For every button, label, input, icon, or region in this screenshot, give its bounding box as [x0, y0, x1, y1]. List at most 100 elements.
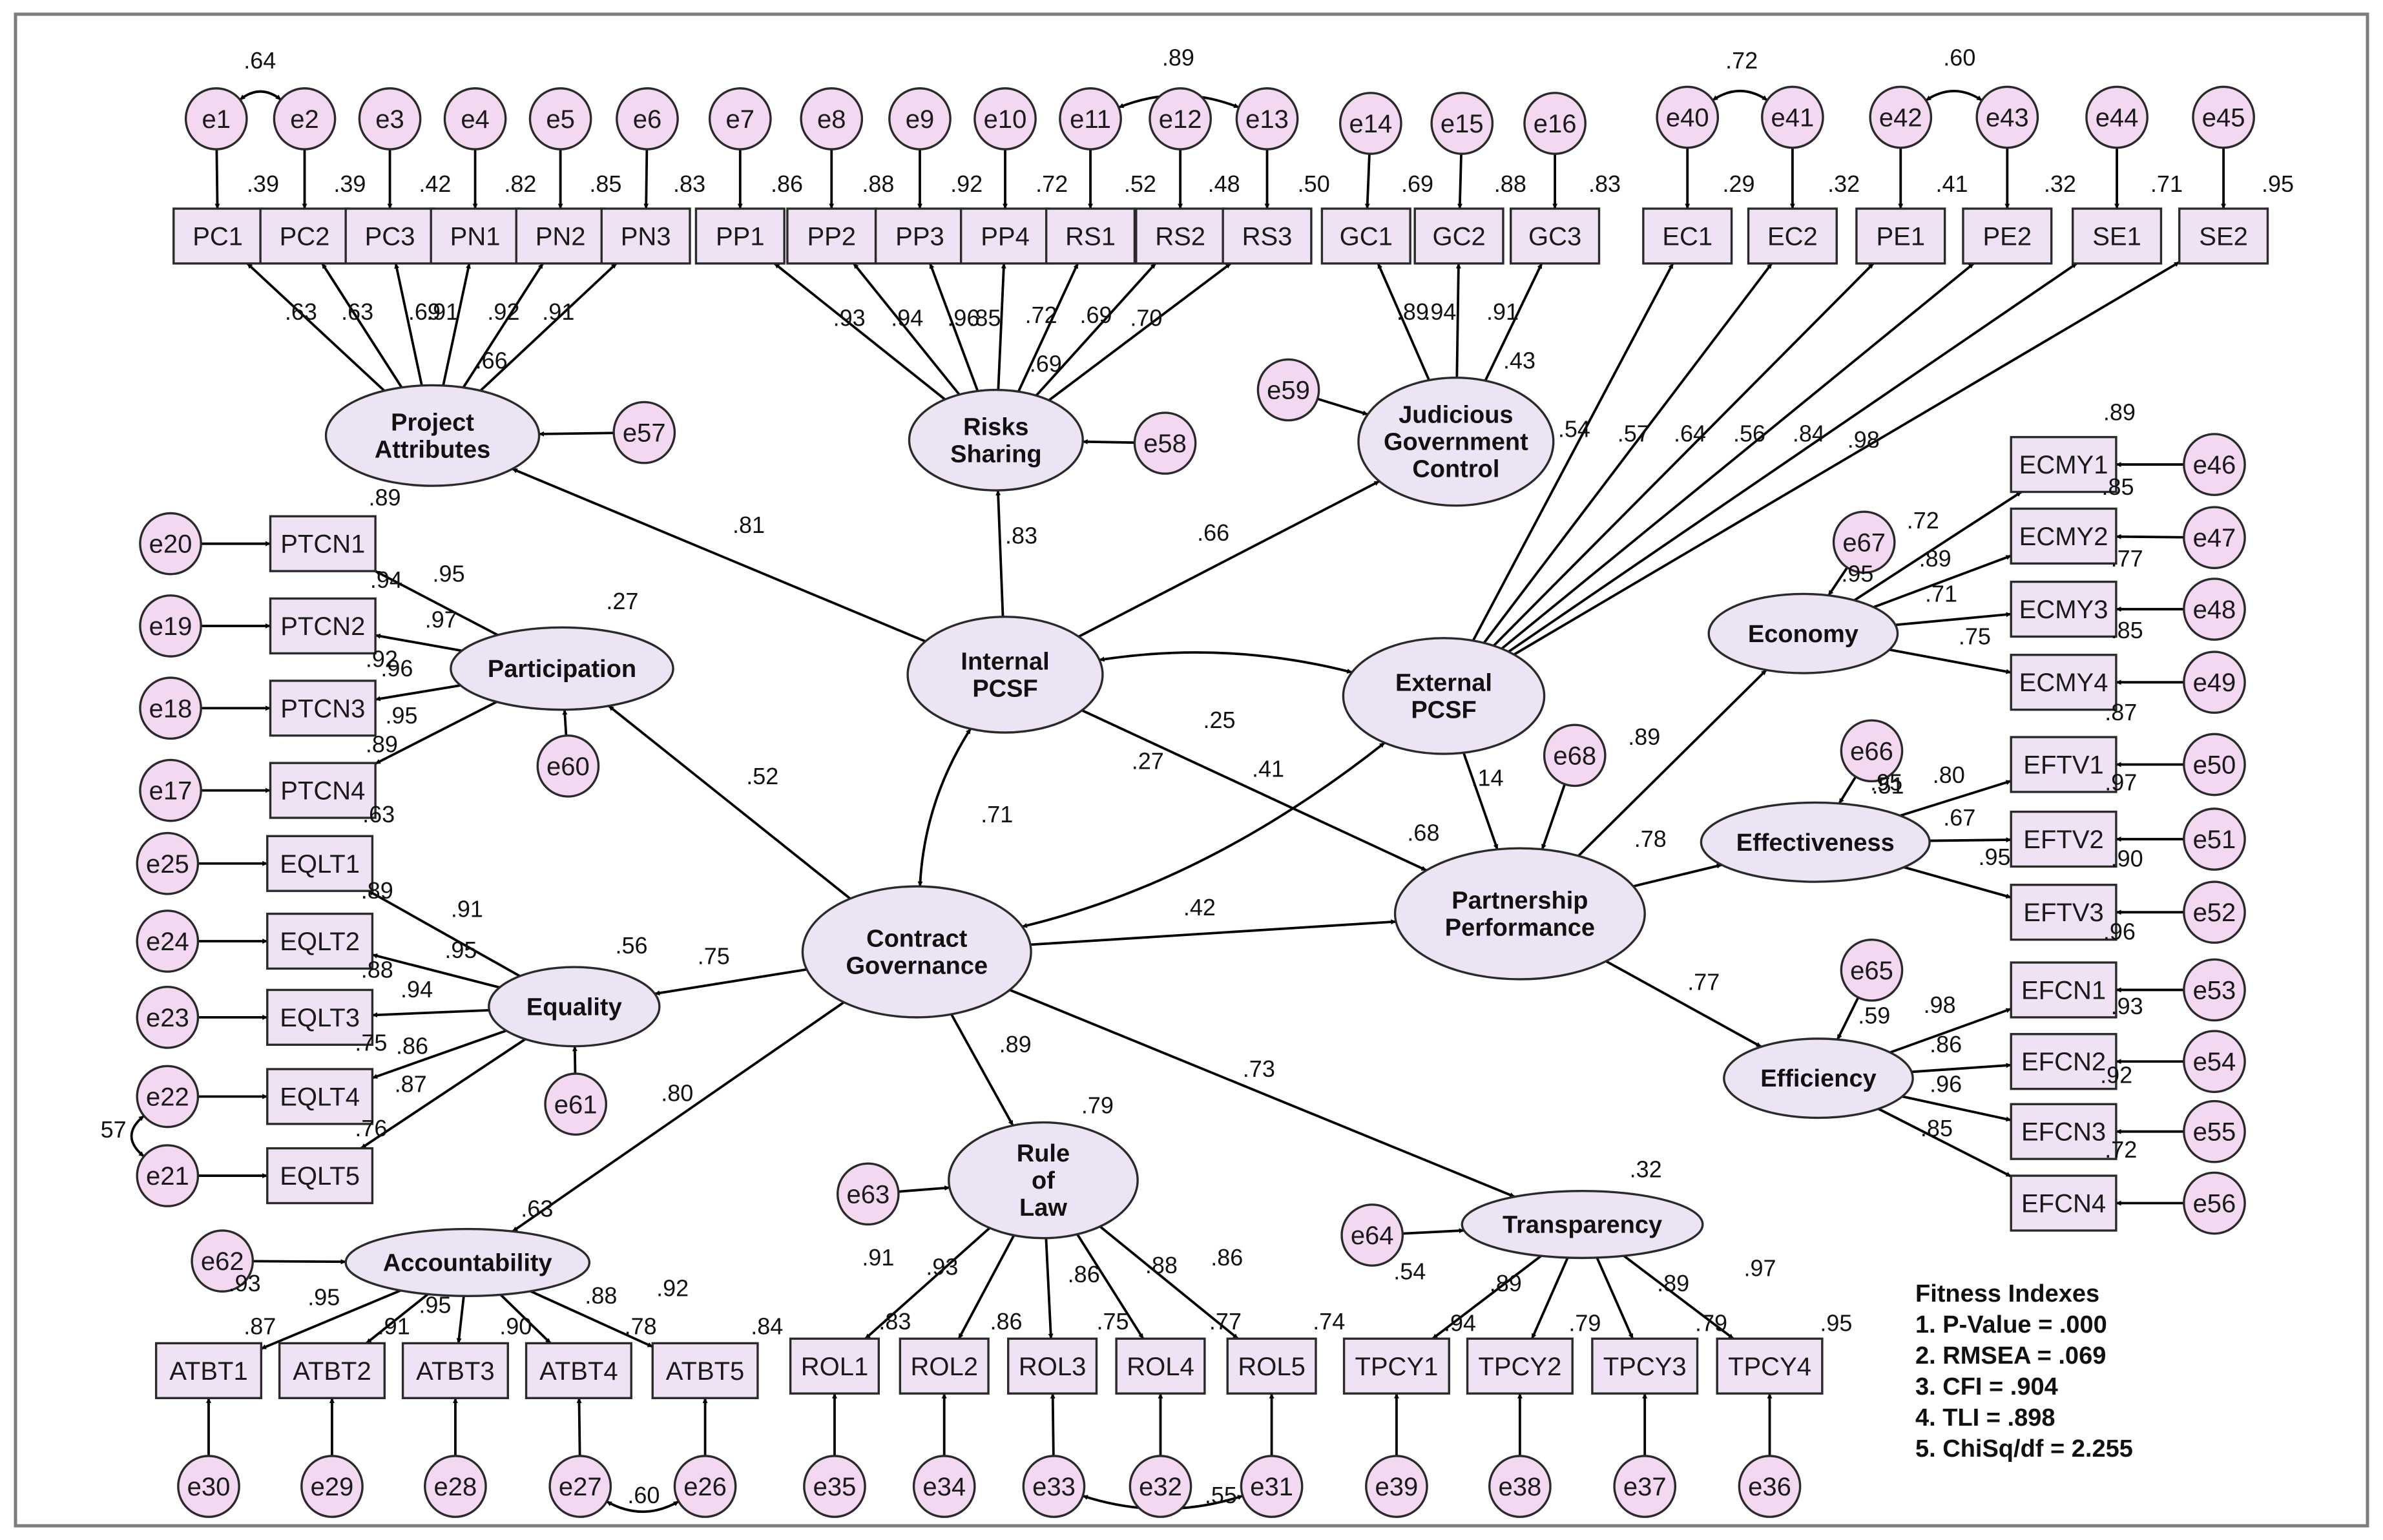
loading-arrow: [1045, 1238, 1054, 1339]
latent-label: Control: [1412, 456, 1499, 483]
loading-arrow: [1048, 262, 1232, 402]
estimate-label: .69: [1401, 171, 1433, 197]
observed-box-rs3: [1222, 207, 1313, 265]
estimate-label: .95: [1820, 1310, 1852, 1337]
estimate-label: .42: [419, 171, 451, 197]
estimate-label: .72: [1907, 507, 1939, 534]
latent-efficiency: [1723, 1037, 1914, 1119]
observed-box-efcn2: [2010, 1033, 2118, 1090]
loading-arrow: [997, 263, 1006, 390]
loading-arrow: [1929, 837, 2012, 843]
estimate-label: .88: [1145, 1252, 1178, 1278]
covariance-coefficient: .71: [981, 801, 1013, 827]
latent-label: Accountability: [383, 1249, 552, 1276]
loading-arrow: [375, 700, 497, 765]
observed-box-pp1: [694, 207, 786, 265]
observed-box-rs1: [1045, 207, 1136, 265]
fitness-line: 1. P-Value = .000: [1915, 1311, 2107, 1338]
loading-arrow: [773, 262, 946, 401]
observed-box-atbt2: [278, 1342, 386, 1399]
error-label: e30: [187, 1473, 231, 1501]
loading-arrow: [375, 570, 499, 636]
estimate-label: .54: [1393, 1258, 1426, 1284]
latent-label: External: [1395, 669, 1492, 696]
structural-path-arrow: [654, 968, 807, 996]
structural-path-arrow: [995, 490, 1004, 617]
observed-box-eqlt4: [266, 1068, 374, 1125]
observed-box-pn3: [600, 207, 691, 265]
estimate-label: .94: [1444, 1310, 1476, 1337]
observed-label: PC1: [193, 222, 243, 251]
estimate-label: .97: [425, 606, 457, 632]
estimate-label: .59: [1858, 1002, 1890, 1028]
observed-label: TPCY3: [1603, 1353, 1687, 1381]
error-label: e61: [554, 1090, 598, 1119]
error-circle-e47: [2183, 506, 2246, 570]
observed-label: PN3: [621, 222, 671, 251]
estimate-label: .71: [1925, 580, 1957, 607]
observed-label: EQLT5: [280, 1162, 360, 1191]
error-circle-e28: [424, 1455, 487, 1518]
latent-economy: [1707, 592, 1899, 674]
error-label: e56: [2193, 1190, 2236, 1218]
error-label: e67: [1842, 528, 1886, 557]
estimate-label: .66: [475, 348, 508, 374]
error-label: e63: [846, 1180, 890, 1209]
error-circle-e27: [548, 1455, 612, 1518]
error-circle-e67: [1832, 510, 1896, 574]
error-label: e40: [1666, 104, 1709, 132]
error-circle-e36: [1738, 1455, 1802, 1518]
error-circle-e25: [136, 831, 200, 895]
error-label: e15: [1441, 110, 1484, 138]
estimate-label: .54: [1558, 416, 1590, 442]
estimate-label: .84: [1793, 421, 1825, 447]
estimate-label: .89: [361, 877, 393, 904]
error-circle-e39: [1365, 1455, 1428, 1518]
fitness-title: Fitness Indexes: [1915, 1280, 2099, 1307]
estimate-label: .71: [2150, 171, 2183, 197]
covariance-coefficient: .89: [1162, 44, 1194, 70]
estimate-label: .63: [521, 1196, 553, 1222]
loading-arrow: [1431, 1254, 1542, 1340]
loading-arrow: [394, 263, 423, 386]
estimate-label: .82: [504, 171, 536, 197]
estimate-label: .90: [2111, 845, 2143, 871]
error-label: e33: [1032, 1473, 1076, 1501]
error-label: e32: [1139, 1473, 1182, 1501]
estimate-label: .95: [444, 937, 477, 963]
disturbance-arrow: [562, 709, 568, 736]
estimate-label: .94: [891, 305, 923, 331]
error-arrow: [1457, 154, 1462, 209]
error-circle-e3: [358, 87, 422, 151]
observed-box-eqlt2: [266, 912, 374, 970]
loading-arrow: [321, 262, 403, 388]
estimate-label: .75: [1959, 623, 1991, 649]
error-label: e10: [984, 105, 1027, 134]
estimate-label: .96: [380, 655, 413, 682]
observed-box-atbt1: [154, 1342, 263, 1399]
observed-box-rs2: [1135, 207, 1226, 265]
covariance-coefficient: .60: [627, 1482, 660, 1508]
loading-arrow: [1853, 490, 2023, 601]
loading-arrow: [1596, 1257, 1634, 1340]
estimate-label: .86: [1211, 1244, 1243, 1271]
latent-effectiveness: [1700, 801, 1931, 883]
loading-arrow: [462, 262, 544, 388]
loading-arrow: [1035, 262, 1157, 397]
latent-label: Governance: [846, 953, 988, 980]
path-coefficient: .81: [733, 512, 765, 538]
error-circle-e13: [1235, 87, 1299, 151]
error-label: e38: [1499, 1473, 1542, 1501]
disturbance-arrow: [1317, 397, 1368, 416]
error-label: e9: [906, 105, 935, 134]
estimate-label: .89: [1919, 545, 1951, 572]
observed-box-ec2: [1747, 207, 1838, 265]
estimate-label: .97: [2105, 769, 2137, 796]
error-label: e16: [1534, 110, 1577, 138]
loading-arrow: [1501, 262, 1975, 650]
observed-box-pc1: [172, 207, 264, 265]
observed-box-ecmy2: [2010, 507, 2118, 565]
estimate-label: .77: [1209, 1308, 1242, 1335]
latent-label: Judicious: [1399, 402, 1513, 429]
estimate-label: .95: [385, 702, 417, 729]
